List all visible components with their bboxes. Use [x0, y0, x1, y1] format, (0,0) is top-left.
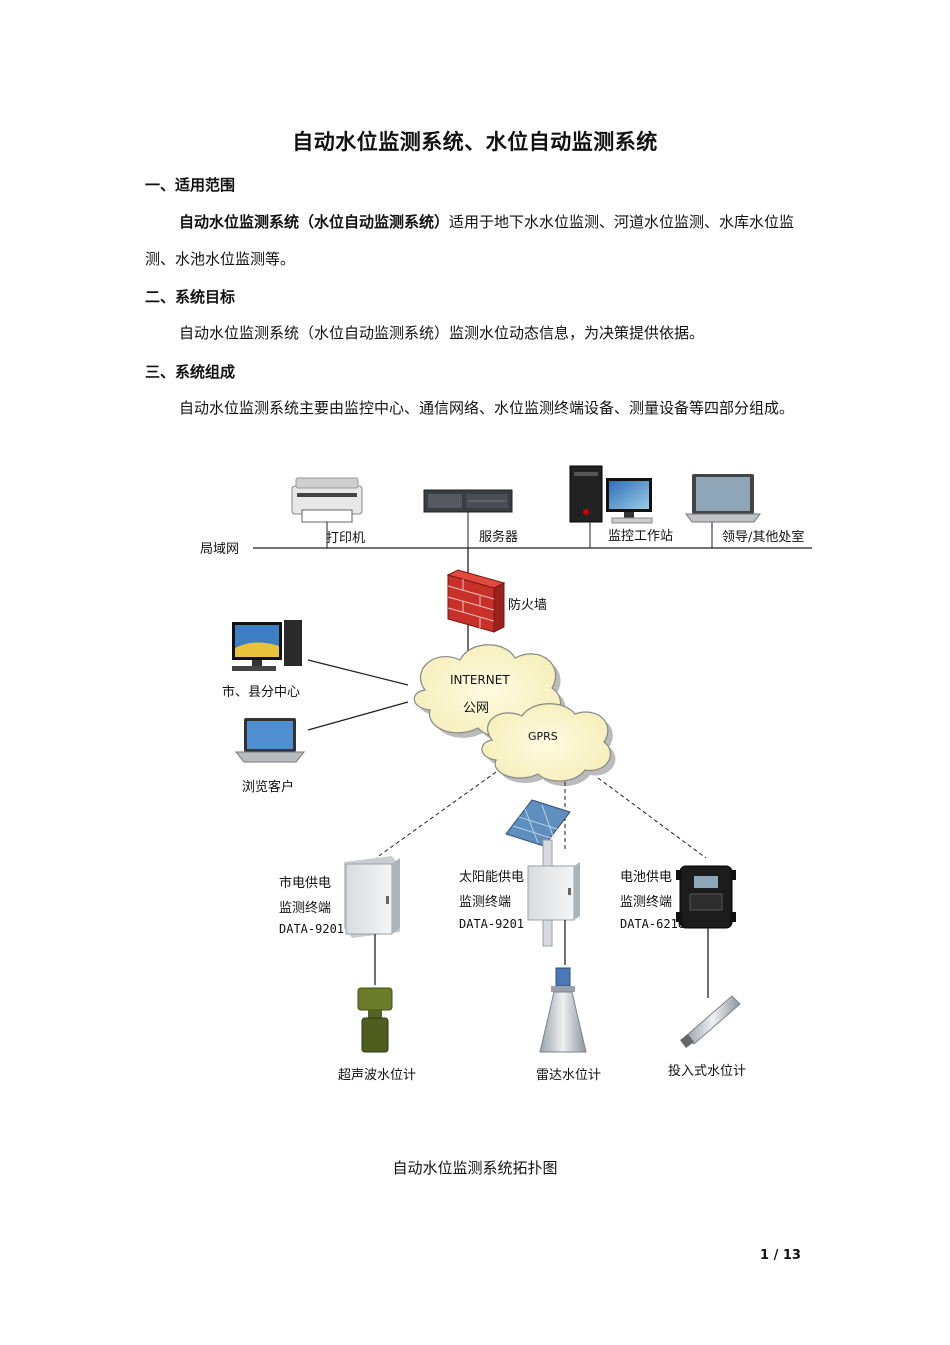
- solar-terminal-pole-icon: [505, 799, 580, 947]
- wireless-link-terminal3: [597, 777, 707, 859]
- city-center-link: [307, 659, 409, 686]
- paragraph-text: 适用于地下水水位监测、河道水位监测、水库水位监测、水池水位监测等。: [145, 213, 795, 268]
- public-net-label: 公网: [463, 701, 490, 716]
- workstation-icon: [569, 465, 653, 548]
- browser-client-label: 浏览客户: [242, 780, 295, 795]
- office-laptop-icon: [685, 474, 761, 548]
- radar-level-meter-icon: [539, 967, 587, 1053]
- section-heading-composition: 三、系统组成: [145, 363, 236, 381]
- city-center-pc-icon: [232, 620, 302, 671]
- wireless-link-terminal1: [375, 771, 497, 859]
- workstation-label: 监控工作站: [608, 529, 674, 544]
- gprs-label: GPRS: [528, 730, 558, 743]
- office-label: 领导/其他处室: [722, 530, 805, 545]
- submersible-label: 投入式水位计: [668, 1064, 747, 1079]
- figure-caption: 自动水位监测系统拓扑图: [392, 1159, 558, 1177]
- terminal1-line2: 监测终端: [279, 901, 332, 916]
- page-number: 1 / 13: [760, 1248, 801, 1263]
- server-label: 服务器: [479, 530, 519, 545]
- section-heading-goal: 二、系统目标: [145, 288, 236, 306]
- section-paragraph-scope: 自动水位监测系统（水位自动监测系统）适用于地下水水位监测、河道水位监测、水库水位…: [145, 204, 813, 278]
- browser-client-laptop-icon: [234, 718, 306, 763]
- terminal3-model: DATA-6216: [620, 917, 686, 931]
- page-title: 自动水位监测系统、水位自动监测系统: [292, 130, 658, 154]
- terminal3-line2: 监测终端: [620, 895, 673, 910]
- lan-label: 局域网: [200, 542, 240, 557]
- browser-client-link: [307, 701, 409, 731]
- section-paragraph-goal: 自动水位监测系统（水位自动监测系统）监测水位动态信息，为决策提供依据。: [179, 324, 705, 342]
- submersible-level-meter-icon: [680, 995, 741, 1048]
- terminal2-model: DATA-9201: [459, 917, 525, 931]
- internet-label: INTERNET: [450, 673, 510, 687]
- ultrasonic-label: 超声波水位计: [338, 1068, 417, 1083]
- gprs-cloud-icon: [481, 703, 616, 787]
- terminal1-line1: 市电供电: [279, 876, 332, 891]
- section-paragraph-composition: 自动水位监测系统主要由监控中心、通信网络、水位监测终端设备、测量设备等四部分组成…: [179, 399, 795, 417]
- terminal1-model: DATA-9201: [279, 922, 345, 936]
- printer-label: 打印机: [326, 531, 366, 546]
- terminal3-line1: 电池供电: [620, 870, 673, 885]
- ultrasonic-level-meter-icon: [357, 987, 393, 1053]
- battery-terminal-box-icon: [676, 865, 736, 929]
- firewall-label: 防火墙: [508, 598, 548, 613]
- terminal2-line2: 监测终端: [459, 895, 512, 910]
- terminal2-line1: 太阳能供电: [459, 870, 525, 885]
- server-icon: [423, 489, 513, 548]
- mains-terminal-cabinet-icon: [344, 856, 400, 938]
- paragraph-bold-term: 自动水位监测系统（水位自动监测系统）: [179, 213, 450, 231]
- radar-label: 雷达水位计: [536, 1068, 602, 1083]
- printer-icon: [291, 477, 363, 548]
- section-heading-scope: 一、适用范围: [145, 176, 236, 194]
- firewall-icon: [446, 548, 506, 655]
- city-center-label: 市、县分中心: [222, 685, 301, 700]
